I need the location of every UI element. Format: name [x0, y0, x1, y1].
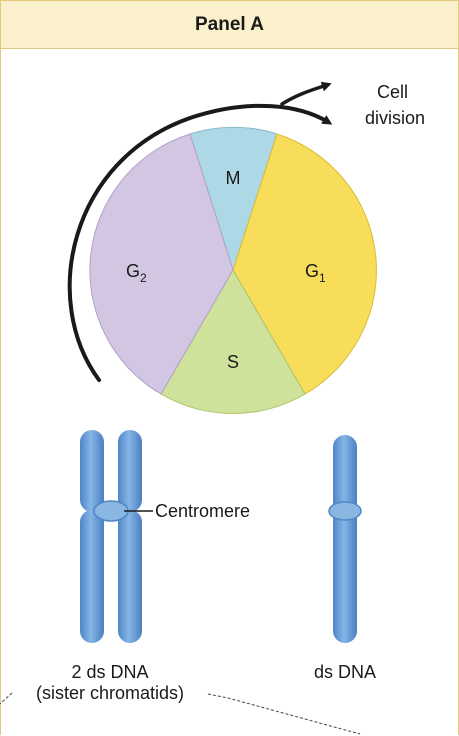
phase-s-label: S [227, 352, 239, 372]
replicated-label: 2 ds DNA [71, 662, 148, 682]
dashed-connector-right [208, 694, 360, 734]
single-chromosome [329, 435, 361, 643]
single-centromere [329, 502, 361, 520]
phase-m-label: M [226, 168, 241, 188]
cell-division-label: Cell division [365, 82, 425, 128]
cell-division-arrow [282, 85, 327, 104]
chromatid-right-upper [118, 430, 142, 512]
replicated-chromosome [80, 430, 142, 643]
chromatid-left-upper [80, 430, 104, 512]
chromatid-left-lower [80, 510, 104, 643]
dashed-connector-left [0, 693, 12, 704]
replicated-sublabel: (sister chromatids) [36, 683, 184, 703]
single-chromatid [333, 435, 357, 643]
chromatid-right-lower [118, 510, 142, 643]
centromere-label: Centromere [155, 501, 250, 521]
centromere [94, 501, 128, 521]
single-label: ds DNA [314, 662, 376, 682]
